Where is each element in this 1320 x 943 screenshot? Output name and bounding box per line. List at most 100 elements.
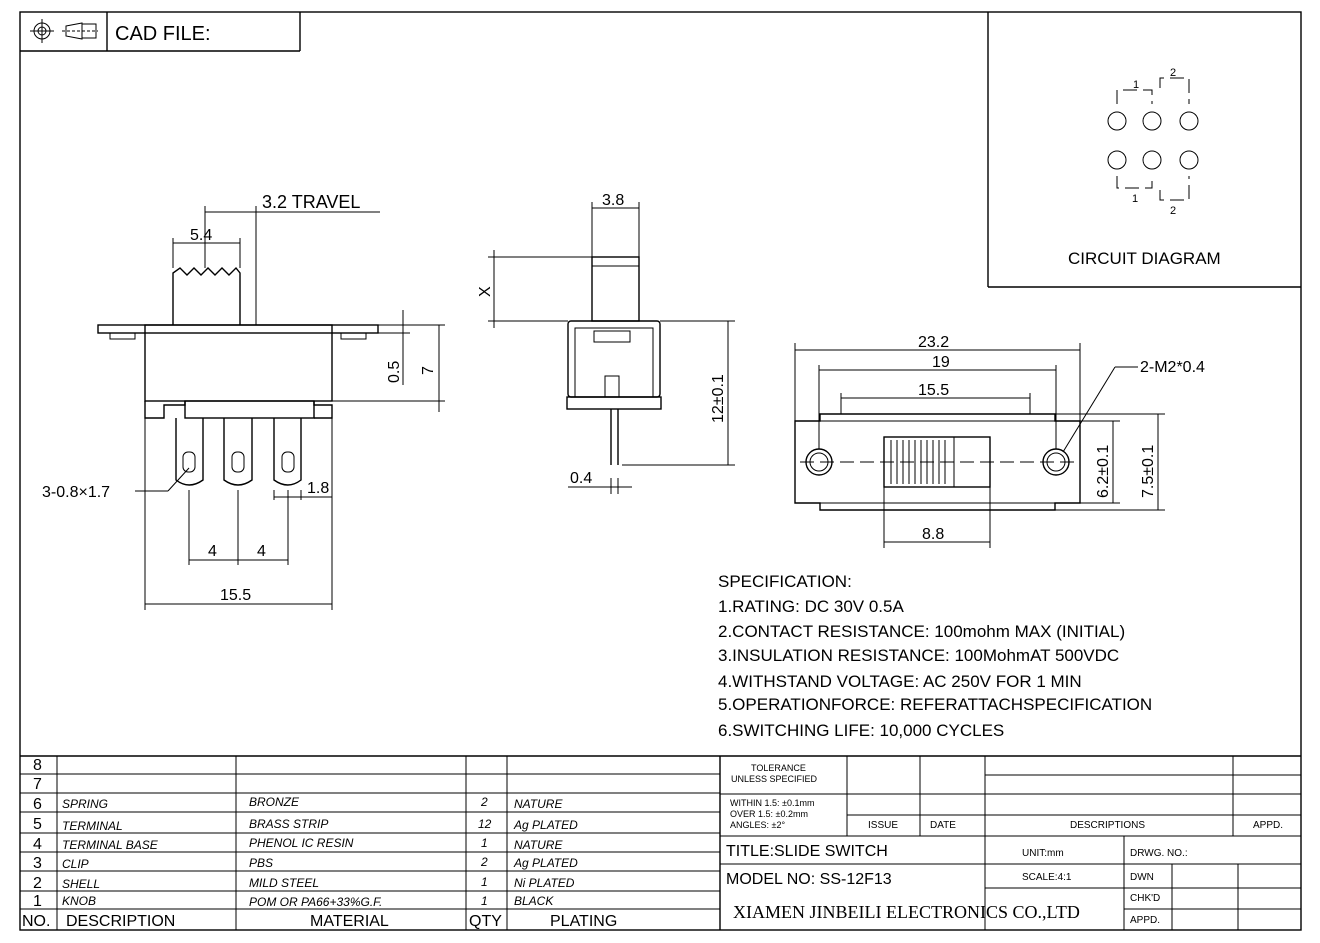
hole-pitch-dim: 19 [932, 354, 950, 371]
terminal-pin [175, 418, 204, 486]
tolerance-within: WITHIN 1.5: ±0.1mm [730, 798, 814, 808]
top-overall-dim: 23.2 [918, 334, 949, 351]
bom-material: PHENOL IC RESIN [249, 836, 354, 850]
spec-item: 6.SWITCHING LIFE: 10,000 CYCLES [718, 721, 1004, 740]
slider-width-dim: 8.8 [922, 526, 944, 543]
target-crosshair-icon [30, 19, 54, 43]
top-view: 23.2 19 15.5 8.8 6.2±0.1 7.5±0.1 2-M2*0.… [794, 334, 1205, 548]
bom-plating: Ag PLATED [513, 818, 578, 832]
bom-no: 1 [33, 893, 42, 910]
bom-no: 8 [33, 757, 42, 774]
knob [172, 266, 241, 325]
bom-description: TERMINAL BASE [62, 838, 159, 852]
terminal-pin [223, 418, 253, 486]
bom-plating: Ni PLATED [514, 876, 575, 890]
bom-no: 2 [33, 875, 42, 892]
bom-plating: BLACK [514, 894, 554, 908]
cad-file-label: CAD FILE: [115, 23, 211, 45]
bom-table: 8 7 6 SPRING BRONZE 2 NATURE 5 TERMINAL … [20, 755, 1301, 930]
circuit-title: CIRCUIT DIAGRAM [1068, 249, 1221, 268]
end-knob [591, 256, 640, 322]
bom-material: PBS [249, 856, 273, 870]
bom-material: BRONZE [249, 795, 300, 809]
side-overall-width-dim: 15.5 [220, 587, 251, 604]
slider-window [883, 436, 991, 488]
contact-circle [1179, 150, 1199, 170]
contact-circle [1179, 111, 1199, 131]
company-name: XIAMEN JINBEILI ELECTRONICS CO.,LTD [733, 902, 1080, 922]
bom-description: TERMINAL [62, 819, 123, 833]
bom-row: 6 SPRING BRONZE 2 NATURE [33, 795, 563, 813]
bom-header-description: DESCRIPTION [66, 913, 175, 930]
contact-circle [1142, 111, 1162, 131]
bom-no: 3 [33, 855, 42, 872]
tolerance-over: OVER 1.5: ±0.2mm [730, 809, 808, 819]
cad-header: CAD FILE: [20, 12, 301, 52]
mounting-flange [97, 324, 379, 334]
knob-width-dim: 5.4 [190, 227, 212, 244]
bom-qty: 12 [478, 817, 492, 831]
bom-material: MILD STEEL [249, 876, 319, 890]
bom-row: 4 TERMINAL BASE PHENOL IC RESIN 1 NATURE [33, 836, 563, 853]
travel-x-dim: X [477, 286, 494, 297]
bom-row: 2 SHELL MILD STEEL 1 Ni PLATED [33, 875, 575, 892]
bom-no: 4 [33, 836, 42, 853]
bom-description: SPRING [62, 797, 108, 811]
switch-body [144, 324, 333, 402]
sheet-border [19, 11, 1302, 931]
end-view: 3.8 X 12±0.1 0.4 [477, 192, 735, 494]
bom-qty: 1 [481, 875, 488, 889]
bom-header-no: NO. [22, 913, 50, 930]
title-block: TOLERANCE UNLESS SPECIFIED WITHIN 1.5: ±… [720, 756, 1301, 930]
bom-row: 5 TERMINAL BRASS STRIP 12 Ag PLATED [33, 816, 578, 833]
pin-callout: 3-0.8×1.7 [42, 484, 110, 501]
bom-no: 6 [33, 796, 42, 813]
spec-heading: SPECIFICATION: [718, 572, 852, 591]
third-angle-projection-icon [62, 22, 98, 40]
approved-by-field: APPD. [1130, 915, 1160, 926]
circuit-diagram: 1 2 1 2 CIRCUIT DIAGRAM [987, 12, 1301, 288]
unit-field: UNIT:mm [1022, 848, 1064, 859]
circuit-label-bottom-1: 1 [1132, 193, 1138, 205]
spec-item: 4.WITHSTAND VOLTAGE: AC 250V FOR 1 MIN [718, 672, 1082, 691]
outer-height-dim: 7.5±0.1 [1140, 445, 1157, 498]
end-body [567, 320, 661, 398]
bom-plating: NATURE [514, 797, 563, 811]
scale-field: SCALE:4:1 [1022, 872, 1072, 883]
bom-qty: 2 [480, 855, 488, 869]
top-outline [794, 413, 1081, 511]
contact-circle [1107, 111, 1127, 131]
top-body-dim: 15.5 [918, 382, 949, 399]
tolerance-line1: TOLERANCE [751, 763, 806, 773]
bom-row: 7 [33, 776, 42, 793]
pin-thickness-dim: 0.4 [570, 470, 592, 487]
drawing-number-field: DRWG. NO.: [1130, 848, 1188, 859]
bom-row: 8 [33, 757, 42, 774]
bom-description: KNOB [62, 894, 96, 908]
circuit-label-bottom-2: 2 [1170, 205, 1176, 217]
bom-header-row: NO. DESCRIPTION MATERIAL QTY PLATING [22, 913, 617, 930]
drawn-by-field: DWN [1130, 872, 1154, 883]
bom-plating: NATURE [514, 838, 563, 852]
bom-no: 5 [33, 816, 42, 833]
spec-item: 1.RATING: DC 30V 0.5A [718, 597, 904, 616]
bom-row: 1 KNOB POM OR PA66+33%G.F. 1 BLACK [33, 893, 554, 910]
side-view: 3.2 TRAVEL 5.4 0.5 7 3-0.8×1.7 4 4 1.8 [42, 192, 445, 610]
pin-pitch-dim: 4 [257, 543, 266, 560]
end-width-dim: 3.8 [602, 192, 624, 209]
travel-dim: 3.2 TRAVEL [262, 192, 360, 212]
bom-no: 7 [33, 776, 42, 793]
spec-item: 2.CONTACT RESISTANCE: 100mohm MAX (INITI… [718, 622, 1125, 641]
contact-circle [1142, 150, 1162, 170]
specification-block: SPECIFICATION: 1.RATING: DC 30V 0.5A 2.C… [718, 572, 1152, 740]
bom-header-plating: PLATING [550, 913, 617, 930]
bom-qty: 2 [480, 795, 488, 809]
hole-callout: 2-M2*0.4 [1140, 359, 1205, 376]
end-height-dim: 12±0.1 [710, 374, 727, 423]
bom-qty: 1 [481, 836, 488, 850]
bom-qty: 1 [481, 894, 488, 908]
bom-header-material: MATERIAL [310, 913, 389, 930]
terminal-pin [273, 418, 302, 486]
issue-header: ISSUE [868, 820, 898, 831]
